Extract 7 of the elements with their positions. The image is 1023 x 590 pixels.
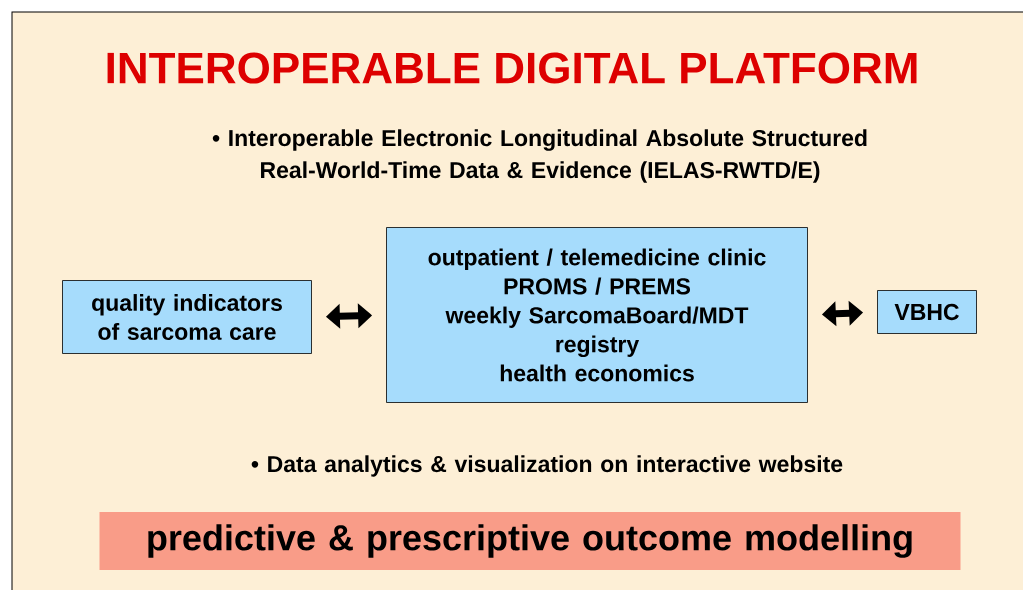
info-box: quality indicators of sarcoma care bbox=[62, 280, 312, 354]
bullet-text: • Data analytics & visualization on interactive website bbox=[251, 455, 843, 477]
title: INTEROPERABLE DIGITAL PLATFORM bbox=[107, 52, 917, 84]
info-box: outpatient / telemedicine clinic PROMS / PREMS weekly SarcomaBoard/MDT registry health economics bbox=[386, 227, 808, 403]
outcome-banner: predictive & prescriptive outcome modelling bbox=[99, 512, 961, 570]
bullet-text: • Interoperable Electronic Longitudinal Absolute Structured Real-World-Time Data & Evidence (IELAS-RWTD/E) bbox=[212, 129, 867, 183]
info-box: VBHC bbox=[877, 290, 977, 334]
